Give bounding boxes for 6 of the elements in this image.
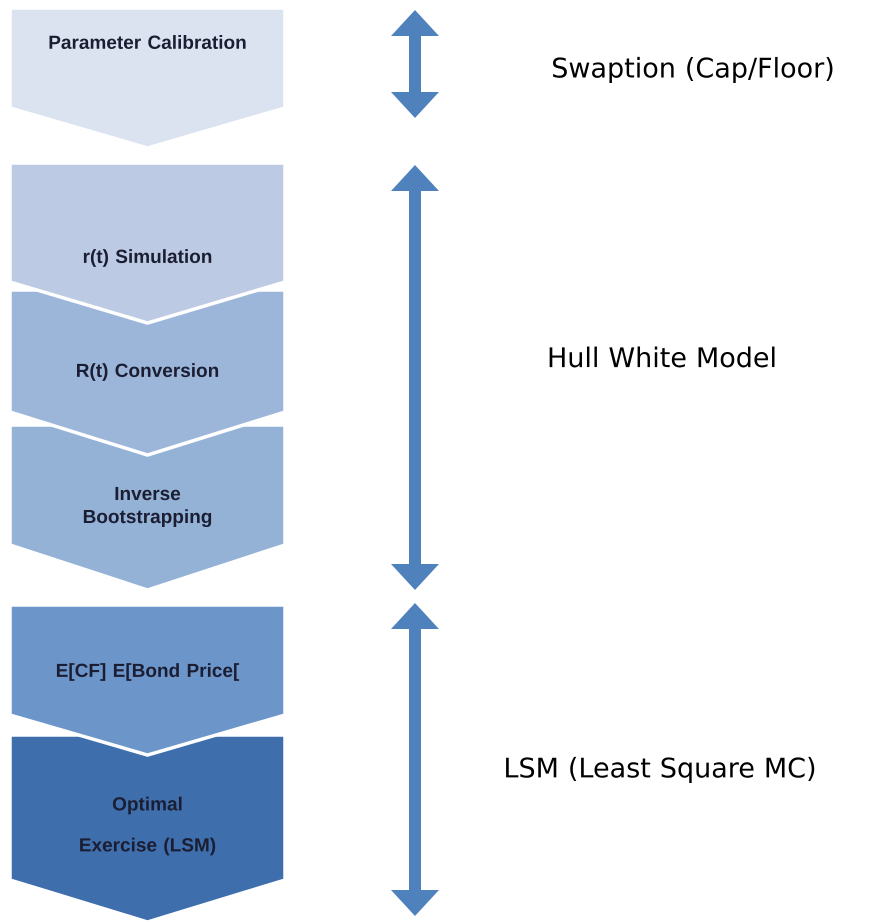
chevron-box: Optimal Exercise (LSM) (8, 733, 287, 922)
side-label: Hull White Model (550, 346, 774, 368)
chevron-box: Parameter Calibration (8, 6, 287, 150)
side-label: LSM (Least Square MC) (506, 756, 814, 784)
chevron-box: Inverse Bootstrapping (8, 423, 287, 592)
side-label: Swaption (Cap/Floor) (553, 56, 832, 84)
